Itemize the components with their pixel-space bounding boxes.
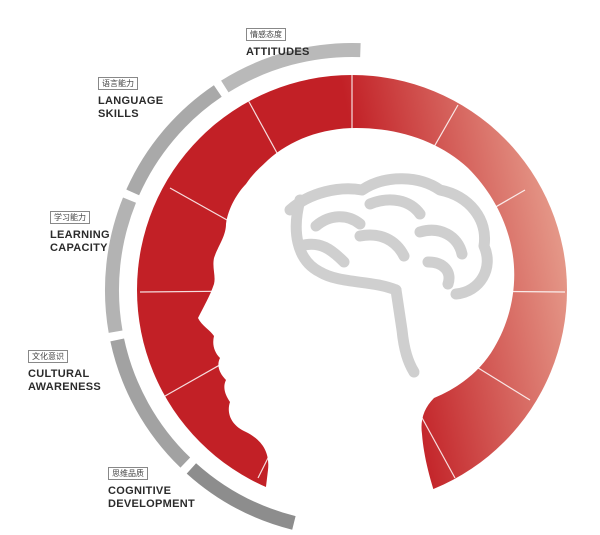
label-zh: 文化意识: [28, 350, 68, 363]
label-attitudes: 情感态度 ATTITUDES: [246, 24, 310, 59]
label-en: LANGUAGE SKILLS: [98, 95, 164, 120]
label-zh: 情感态度: [246, 28, 286, 41]
outer-arcs: [105, 42, 361, 530]
label-learning-capacity: 学习能力 LEARNING CAPACITY: [50, 207, 110, 255]
label-en: ATTITUDES: [246, 46, 310, 58]
label-zh: 思维品质: [108, 467, 148, 480]
arc-cultural-awareness: [110, 338, 191, 468]
arc-language-skills: [126, 85, 222, 196]
arc-attitudes: [221, 42, 361, 93]
label-en: COGNITIVE DEVELOPMENT: [108, 485, 196, 510]
label-cultural-awareness: 文化意识 CULTURAL AWARENESS: [28, 346, 101, 394]
label-zh: 语言能力: [98, 77, 138, 90]
label-cognitive-development: 思维品质 COGNITIVE DEVELOPMENT: [108, 463, 195, 511]
label-en: CULTURAL AWARENESS: [28, 368, 101, 393]
label-zh: 学习能力: [50, 211, 90, 224]
arc-learning-capacity: [105, 197, 137, 333]
arc-cognitive-development: [186, 463, 296, 530]
label-en: LEARNING CAPACITY: [50, 229, 110, 254]
brain-icon: [284, 173, 493, 378]
label-language-skills: 语言能力 LANGUAGE SKILLS: [98, 73, 163, 121]
